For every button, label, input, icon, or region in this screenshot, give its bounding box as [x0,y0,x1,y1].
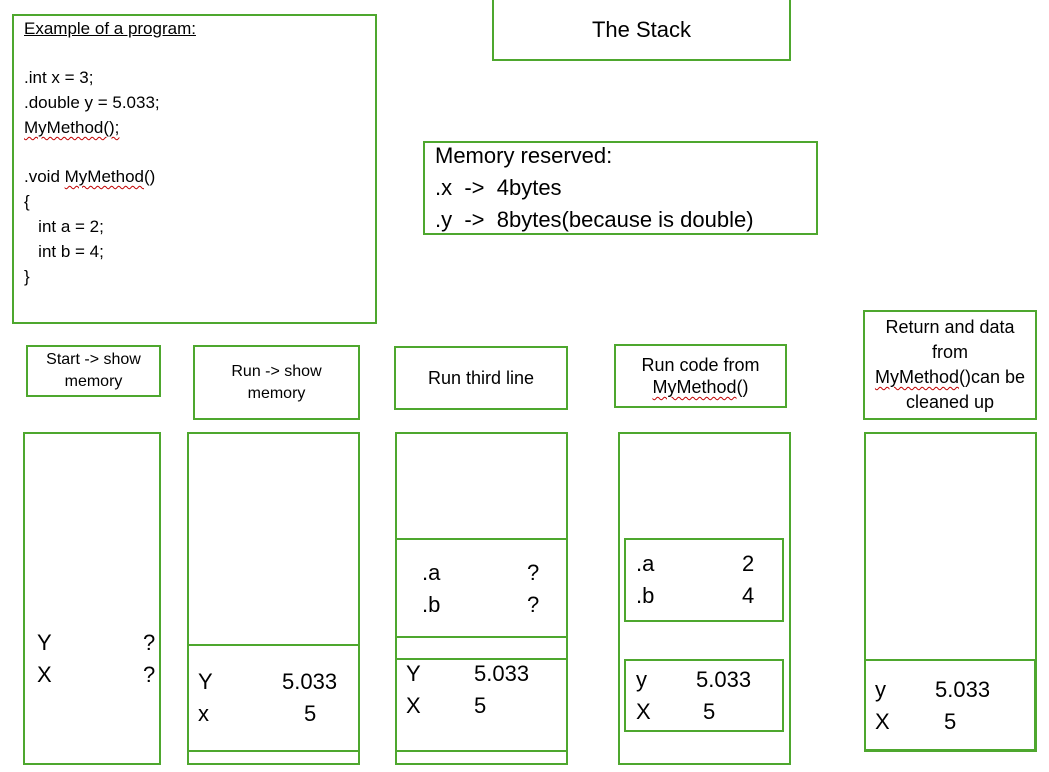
stack-3-row-2-value: 5 [474,693,487,718]
stack-3-frame-row-1-value: ? [527,560,540,585]
stack-4-frame-row-2-name: .b [636,583,655,608]
stack-4-row-2-value: 5 [703,699,716,724]
code-line-2: .double y = 5.033; [24,93,160,112]
stack-5-row-1-value: 5.033 [935,677,991,702]
memory-line-x: .x -> 4bytes [435,175,562,200]
stack-5-main-frame [864,659,1036,751]
step-header-4: Run code from MyMethod() [614,344,787,408]
stack-4-frame-row-2-value: 4 [742,583,755,608]
stack-4-row-2-name: X [636,699,651,724]
memory-reserved-box [423,141,818,235]
step-header-1: Start -> show memory [26,345,161,397]
memory-line-y: .y -> 8bytes(because is double) [435,207,754,232]
stack-4-frame-row-1-value: 2 [742,551,755,576]
code-line-5: .void MyMethod() [24,167,156,186]
stack-1-row-2-value: ? [143,662,156,687]
stack-1 [23,432,161,765]
step-label-5: Return and data from MyMethod()can be cl… [874,317,1026,412]
stack-1-row-1-name: Y [37,630,52,655]
step-label-4: Run code from MyMethod() [641,355,760,397]
stack-3-main-frame [395,658,568,752]
memory-heading: Memory reserved: [435,143,613,168]
stack-5-row-2-name: X [875,709,890,734]
page-title: The Stack [591,16,692,42]
stack-2-row-2-name: x [198,701,209,726]
stack-3-frame-row-1-name: .a [422,560,441,585]
stack-4-method-frame [624,538,784,622]
stack-3-row-2-name: X [406,693,421,718]
step-label-1: Start -> show memory [46,351,141,390]
stack-3-row-1-name: Y [406,661,421,686]
program-heading: Example of a program: [24,19,196,38]
stack-3-frame-row-2-value: ? [527,592,540,617]
stack-4-frame-row-1-name: .a [636,551,655,576]
code-line-9: } [24,267,30,286]
stack-1-row-2-name: X [37,662,52,687]
stack-1-row-1-value: ? [143,630,156,655]
stack-4-row-1-value: 5.033 [696,667,752,692]
stack-3-method-frame [395,538,568,638]
step-label-2: Run -> show memory [231,362,322,402]
step-header-3: Run third line [394,346,568,410]
step-header-2: Run -> show memory [193,345,360,420]
stack-5-row-2-value: 5 [944,709,957,734]
code-line-7: int a = 2; [24,217,104,236]
stack-5-row-1-name: y [875,677,886,702]
stack-2-row-2-value: 5 [304,701,317,726]
stack-3-frame-row-2-name: .b [422,592,441,617]
code-line-6: { [24,192,30,211]
code-line-1: .int x = 3; [24,68,94,87]
stack-2-row-1-value: 5.033 [282,669,338,694]
program-code-box [12,14,377,324]
step-header-5: Return and data from MyMethod()can be cl… [863,310,1037,420]
stack-4-main-frame [624,659,784,732]
stack-3-row-1-value: 5.033 [474,661,530,686]
stack-2-row-1-name: Y [198,669,213,694]
code-line-8: int b = 4; [24,242,104,261]
step-label-3: Run third line [427,368,535,388]
title-box: The Stack [492,0,791,61]
stack-4-row-1-name: y [636,667,647,692]
code-line-3: MyMethod(); [24,118,120,137]
stack-2-main-frame [187,644,360,752]
